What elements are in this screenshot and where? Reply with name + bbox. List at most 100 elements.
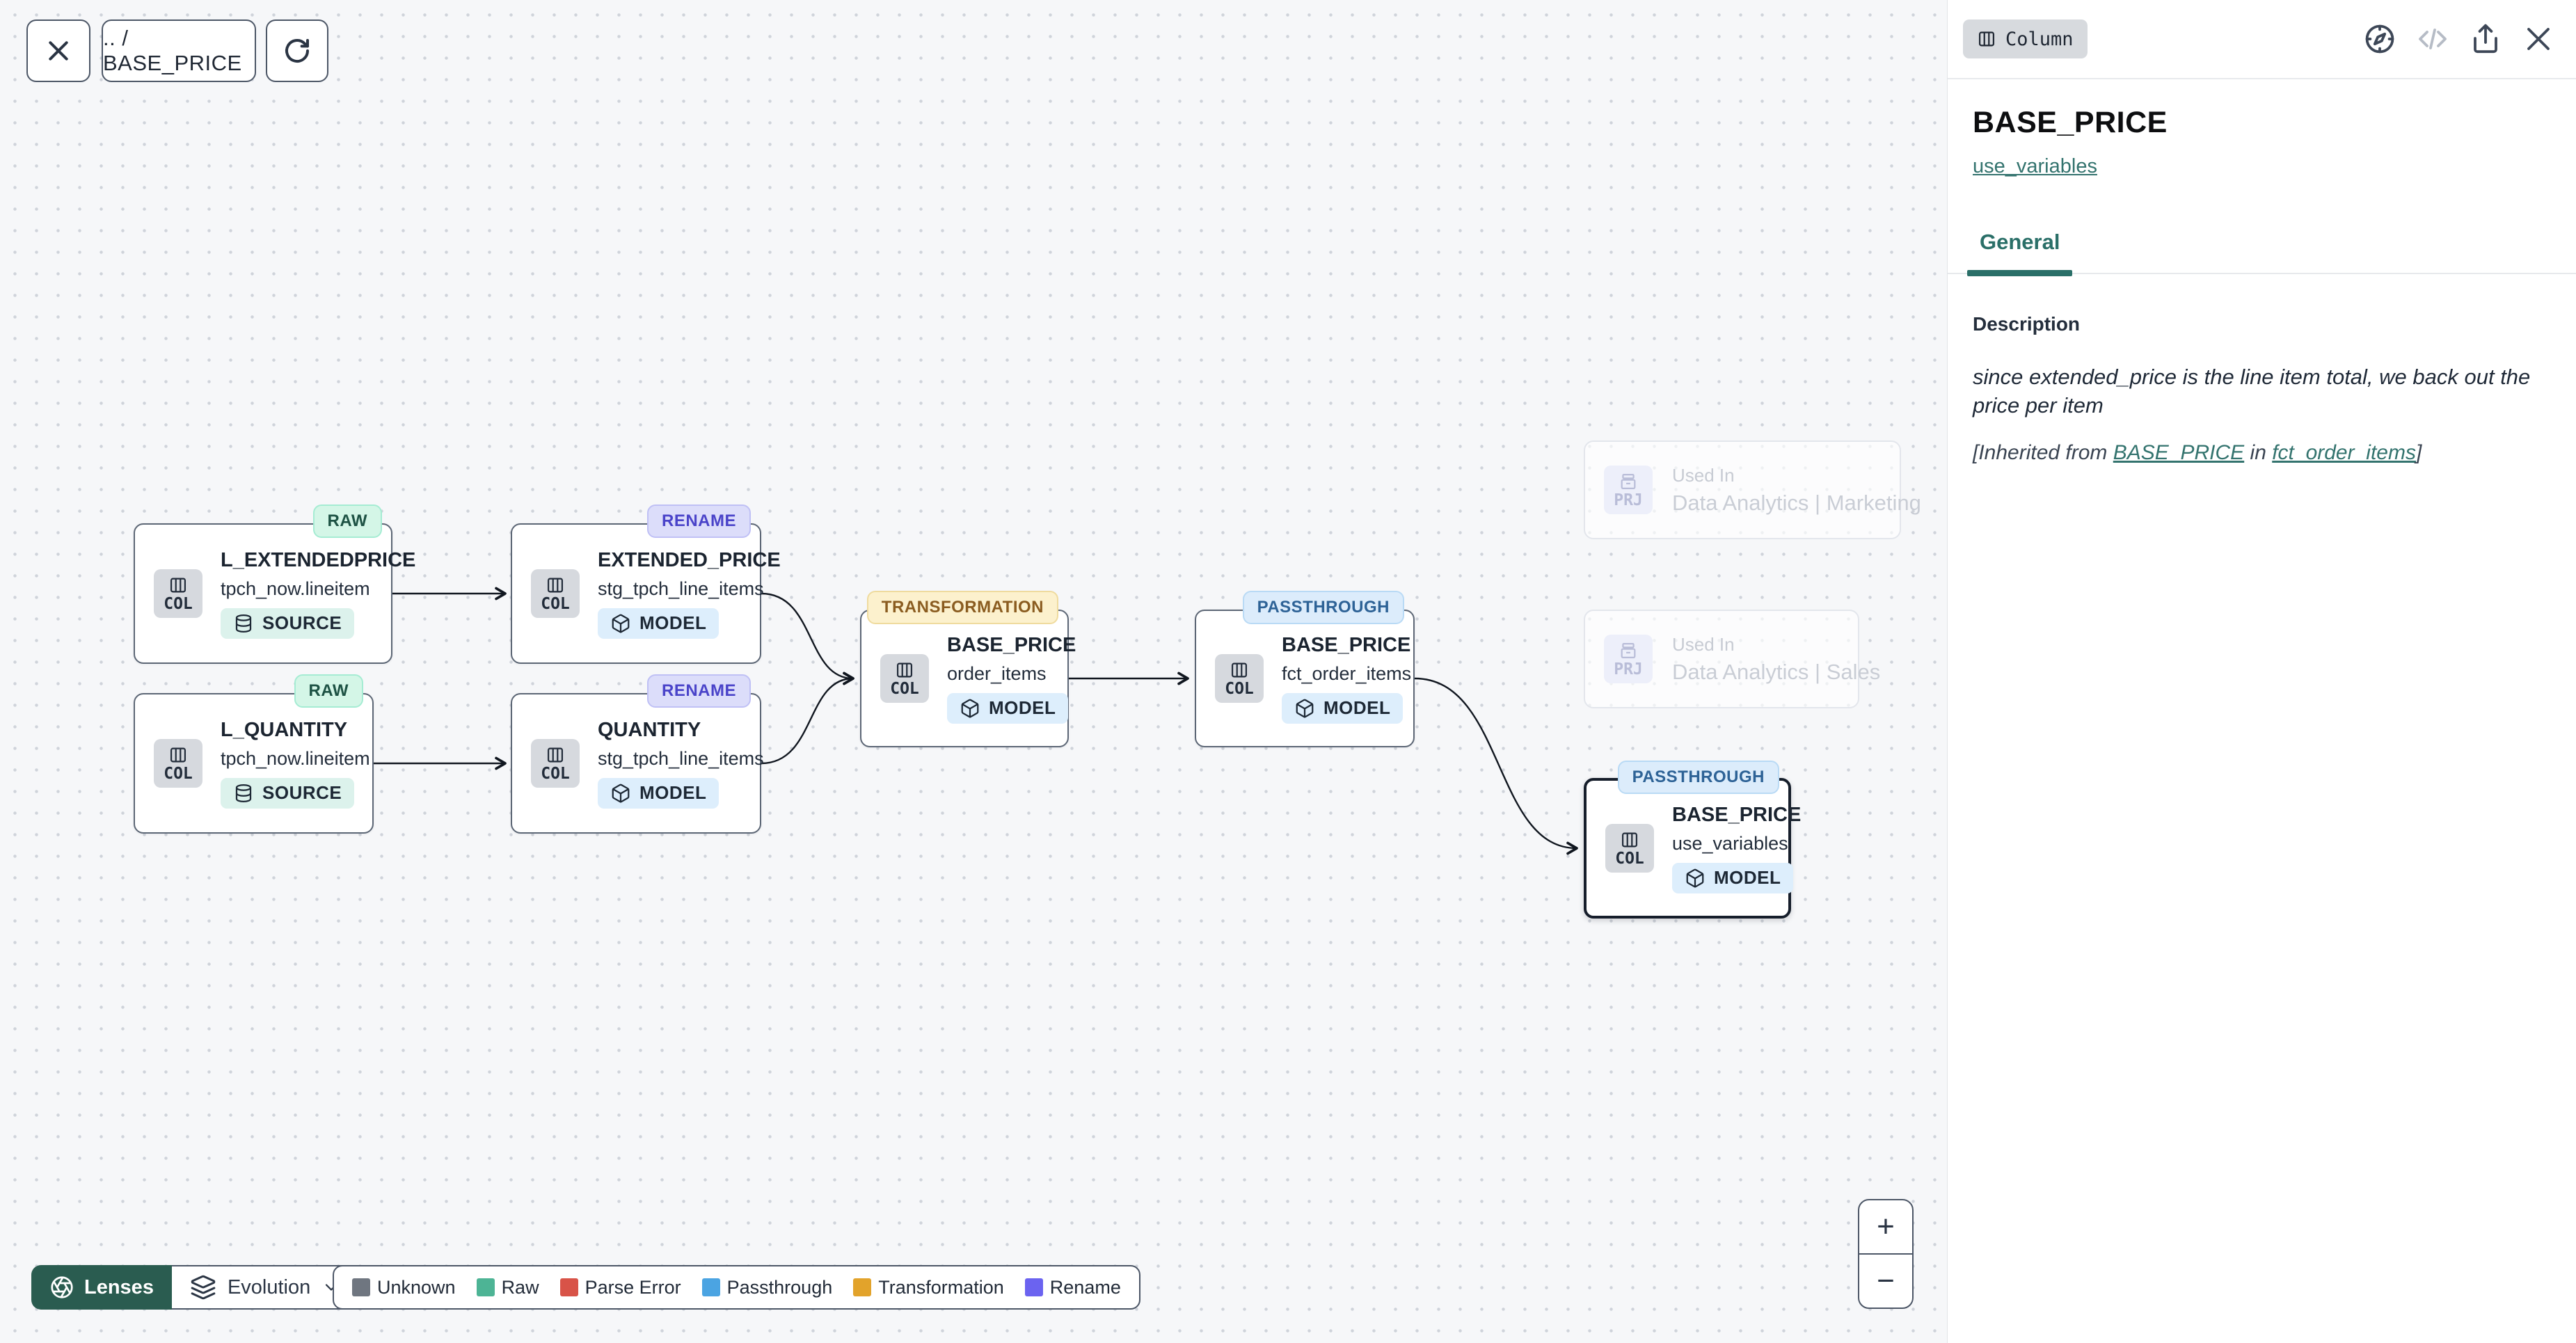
lineage-node-l-extendedprice[interactable]: RAW COL L_EXTENDEDPRICE tpch_now.lineite… (134, 504, 415, 664)
lineage-node-base-price-order-items[interactable]: TRANSFORMATION COL BASE_PRICE order_item… (860, 591, 1076, 747)
database-icon (235, 614, 252, 633)
panel-actions (2363, 22, 2555, 56)
view-code-button[interactable] (2416, 22, 2449, 56)
aperture-icon (51, 1276, 73, 1298)
lineage-node-base-price-fct-order-items[interactable]: PASSTHROUGH COL BASE_PRICE fct_order_ite… (1195, 591, 1415, 747)
column-type-chip: COL (154, 739, 202, 788)
cube-icon (612, 784, 630, 803)
inherited-note: [Inherited from BASE_PRICE in fct_order_… (1973, 440, 2422, 464)
description-body: since extended_price is the line item to… (1973, 365, 2531, 418)
lenses-button[interactable]: Lenses (31, 1265, 172, 1310)
details-panel: Column BASE_PRICE use_variables General … (1947, 0, 2576, 1343)
lenses-label: Lenses (84, 1276, 154, 1298)
legend-swatch (1024, 1278, 1043, 1296)
lens-selected-label: Evolution (227, 1276, 311, 1298)
node-title: QUANTITY (598, 718, 701, 741)
breadcrumb[interactable]: .. / BASE_PRICE (102, 19, 256, 82)
entity-type-badge: Column (1963, 19, 2088, 58)
breadcrumb-label: .. / BASE_PRICE (103, 26, 242, 75)
used-in-name: Data Analytics | Sales (1672, 659, 1881, 684)
columns-icon (896, 662, 913, 677)
close-icon (49, 41, 68, 61)
node-title: L_EXTENDEDPRICE (221, 548, 416, 571)
archive-icon (1621, 473, 1636, 489)
compass-icon (2365, 24, 2394, 54)
used-in-label: Used In (1672, 633, 1735, 655)
lineage-node-quantity[interactable]: RENAME COL QUANTITY stg_tpch_line_items … (511, 674, 764, 834)
lineage-node-l-quantity[interactable]: RAW COL L_QUANTITY tpch_now.lineitem SOU… (134, 674, 374, 834)
node-title: BASE_PRICE (1672, 803, 1802, 826)
legend-swatch (701, 1278, 720, 1296)
node-kind-badge: MODEL (947, 692, 1069, 724)
lineage-legend: Unknown Raw Parse Error Passthrough Tran… (333, 1265, 1140, 1310)
column-type-chip: COL (880, 654, 929, 703)
lineage-canvas[interactable]: .. / BASE_PRICE RAW COL L_EXTENDEDPRICE … (0, 0, 1947, 1343)
node-title: BASE_PRICE (1282, 633, 1411, 656)
page-title: BASE_PRICE (1973, 106, 2168, 139)
legend-swatch (559, 1278, 578, 1296)
refresh-icon (285, 39, 309, 63)
details-panel-body: BASE_PRICE use_variables General Descrip… (1948, 106, 2576, 465)
explore-lineage-button[interactable] (2363, 22, 2396, 56)
close-panel-button[interactable] (2522, 22, 2555, 56)
project-type-chip: PRJ (1604, 466, 1653, 514)
layers-icon (191, 1275, 216, 1300)
refresh-button[interactable] (266, 19, 328, 82)
columns-icon (170, 578, 186, 592)
legend-item-unknown: Unknown (352, 1277, 456, 1298)
used-in-node-sales[interactable]: PRJ Used In Data Analytics | Sales (1584, 610, 1880, 708)
node-kind-badge: MODEL (1672, 862, 1794, 893)
used-in-node-marketing[interactable]: PRJ Used In Data Analytics | Marketing (1584, 440, 1921, 539)
node-subtitle: order_items (947, 662, 1047, 684)
node-subtitle: tpch_now.lineitem (221, 747, 370, 769)
legend-item-transformation: Transformation (853, 1277, 1004, 1298)
column-type-chip: COL (531, 569, 580, 618)
zoom-controls: + − (1858, 1199, 1914, 1309)
node-title: EXTENDED_PRICE (598, 548, 781, 571)
share-button[interactable] (2469, 22, 2502, 56)
lineage-tag: RENAME (646, 674, 751, 708)
node-title: L_QUANTITY (221, 718, 348, 741)
node-subtitle: tpch_now.lineitem (221, 578, 370, 599)
lenses-control: Lenses Evolution (31, 1265, 361, 1310)
node-kind-badge: MODEL (598, 607, 719, 639)
node-kind-badge: SOURCE (221, 607, 355, 639)
database-icon (235, 784, 252, 802)
zoom-in-button[interactable]: + (1859, 1200, 1912, 1255)
inherited-column-link[interactable]: BASE_PRICE (2113, 440, 2245, 464)
close-lineage-button[interactable] (26, 19, 90, 82)
share-icon (2474, 24, 2497, 54)
lens-select-dropdown[interactable]: Evolution (171, 1265, 361, 1310)
model-link[interactable]: use_variables (1973, 155, 2097, 177)
lineage-node-base-price-use-variables[interactable]: PASSTHROUGH COL BASE_PRICE use_variables… (1584, 761, 1801, 919)
node-kind-badge: MODEL (598, 777, 719, 809)
node-subtitle: use_variables (1672, 832, 1788, 854)
code-icon (2419, 29, 2447, 49)
column-type-chip: COL (154, 569, 202, 618)
lineage-tag: TRANSFORMATION (866, 591, 1058, 624)
description-heading: Description (1973, 313, 2081, 335)
columns-icon (1231, 662, 1248, 677)
edge-extendedprice-baseprice (761, 592, 854, 685)
inherited-model-link[interactable]: fct_order_items (2272, 440, 2416, 464)
tab-general[interactable]: General (1966, 230, 2073, 276)
columns-icon (1621, 832, 1638, 847)
columns-icon (547, 578, 564, 592)
lineage-tag: RENAME (646, 504, 751, 538)
edge-quantity-baseprice (761, 672, 854, 765)
node-kind-badge: MODEL (1282, 692, 1404, 724)
cube-icon (1296, 699, 1314, 718)
panel-tabs: General (1948, 230, 2576, 276)
used-in-name: Data Analytics | Marketing (1672, 490, 1921, 515)
legend-item-passthrough: Passthrough (701, 1277, 832, 1298)
used-in-label: Used In (1672, 464, 1735, 486)
legend-swatch (853, 1278, 872, 1296)
legend-item-raw: Raw (476, 1277, 539, 1298)
columns-icon (170, 747, 186, 762)
zoom-out-button[interactable]: − (1877, 1264, 1895, 1298)
node-subtitle: stg_tpch_line_items (598, 578, 764, 599)
column-type-chip: COL (1605, 824, 1654, 873)
edge-fctorderitems-usevariables (1414, 677, 1578, 855)
lineage-node-extended-price[interactable]: RENAME COL EXTENDED_PRICE stg_tpch_line_… (511, 504, 781, 664)
columns-icon (547, 747, 564, 762)
